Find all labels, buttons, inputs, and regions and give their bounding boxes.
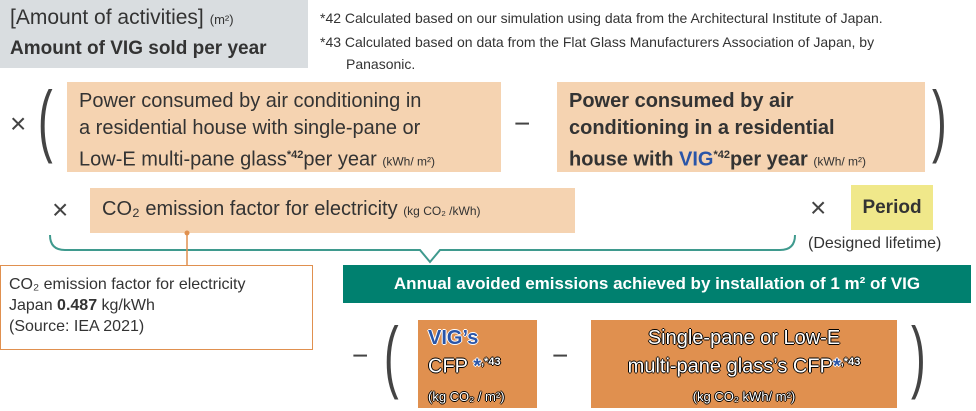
unit-label: (kWh/ m²): [382, 154, 435, 169]
minus-operator: −: [514, 108, 531, 139]
minus-operator: −: [352, 340, 369, 371]
unit-label: (kg CO₂ kWh/ m²): [692, 388, 796, 404]
activities-heading: [Amount of activities] (m²): [10, 6, 234, 30]
box1-line: Low-E multi-pane glass: [79, 148, 287, 171]
footnote-42: *42 Calculated based on our simulation u…: [320, 10, 883, 26]
annual-avoided-emissions-banner: Annual avoided emissions achieved by ins…: [343, 265, 971, 303]
cfp-label: CFP: [428, 355, 474, 378]
teal-brace: [49, 234, 796, 264]
callout-source: (Source: IEA 2021): [9, 318, 145, 335]
close-paren: ): [910, 311, 926, 400]
designed-lifetime-label: (Designed lifetime): [808, 235, 942, 252]
minus-operator: −: [552, 340, 569, 371]
power-single-pane-box: Power consumed by air conditioning in a …: [67, 82, 501, 172]
emission-factor-box: CO₂ emission factor for electricity (kg …: [90, 188, 575, 233]
amount-of-activities-panel: [0, 0, 308, 68]
footnote-ref: ,*43: [840, 356, 861, 368]
star-mark: *: [832, 355, 841, 378]
power-vig-box: Power consumed by air conditioning in a …: [557, 82, 925, 172]
footnote-ref: *42: [713, 149, 730, 161]
brace-connector: [49, 230, 796, 265]
times-operator: ×: [810, 192, 827, 223]
callout-dot: [184, 230, 190, 236]
activities-unit: (m²): [209, 12, 234, 27]
box2-line: house with: [569, 148, 679, 171]
box1-line: a residential house with single-pane or: [79, 117, 421, 139]
box1-tail: per year: [303, 148, 377, 171]
footnote-43: *43 Calculated based on data from the Fl…: [320, 34, 875, 50]
callout-line1: CO₂ emission factor for electricity: [9, 276, 246, 293]
times-operator: ×: [10, 108, 27, 139]
emission-factor-label: CO₂ emission factor for electricity: [102, 198, 398, 220]
unit-label: (kg CO₂ /kWh): [403, 204, 481, 218]
box5-line: multi-pane glass’s CFP: [627, 355, 833, 378]
footnote-ref: *42: [286, 149, 304, 161]
footnote-43-cont: Panasonic.: [346, 56, 416, 72]
box2-tail: per year: [729, 148, 808, 171]
callout-country: Japan: [9, 297, 58, 314]
box2-line: conditioning in a residential: [569, 117, 835, 139]
vig-sold-label: Amount of VIG sold per year: [10, 38, 267, 59]
open-paren: (: [383, 311, 399, 400]
single-pane-cfp-box: Single-pane or Low-E multi-pane glass’s …: [591, 320, 897, 408]
period-box: Period: [851, 185, 933, 230]
box2-line: Power consumed by air: [569, 90, 794, 112]
vig-title: VIG’s: [428, 327, 479, 349]
unit-label: (kg CO₂ / m²): [428, 388, 505, 404]
unit-label: (kWh/ m²): [813, 154, 867, 169]
star-mark: *: [473, 355, 481, 378]
vig-highlight: VIG: [679, 148, 714, 171]
times-operator: ×: [52, 194, 69, 225]
vig-cfp-box: VIG’s CFP *,*43 (kg CO₂ / m²): [418, 320, 537, 408]
callout-unit: kg/kWh: [97, 297, 155, 314]
close-paren: ): [931, 75, 947, 164]
activities-label: [Amount of activities]: [10, 6, 204, 29]
footnote-ref: ,*43: [481, 356, 501, 368]
emission-factor-value: 0.487: [57, 297, 98, 314]
box1-line: Power consumed by air conditioning in: [79, 90, 422, 112]
box5-line: Single-pane or Low-E: [647, 327, 841, 349]
emission-factor-callout: CO₂ emission factor for electricity Japa…: [0, 265, 313, 350]
open-paren: (: [37, 75, 53, 164]
